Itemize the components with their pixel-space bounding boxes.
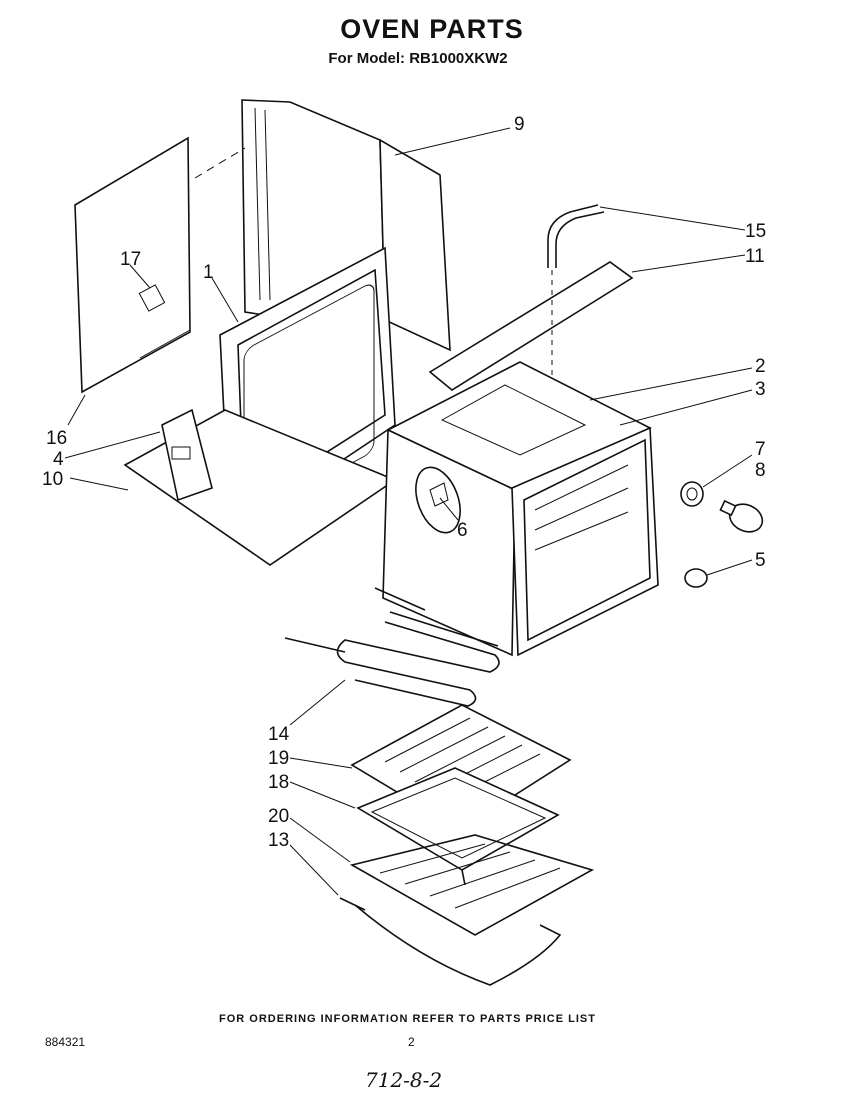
page-title: OVEN PARTS [340, 14, 524, 44]
oven-rack-part-20 [349, 834, 595, 936]
ordering-note: FOR ORDERING INFORMATION REFER TO PARTS … [219, 1013, 596, 1025]
oven-cavity-part-2 [382, 361, 659, 657]
callout-2: 2 [755, 356, 766, 377]
callout-10: 10 [42, 469, 63, 490]
page-number: 2 [408, 1035, 415, 1049]
sensor-part-6 [415, 466, 461, 534]
callout-18: 18 [268, 772, 289, 793]
light-bulb-part-8 [719, 499, 764, 533]
callout-14: 14 [268, 724, 290, 745]
callout-9: 9 [514, 114, 525, 135]
bracket-part-4 [161, 408, 213, 502]
bake-element-part-13 [339, 897, 562, 986]
broil-pan-part-18 [356, 767, 560, 886]
callout-1: 1 [203, 262, 214, 283]
light-socket-part-7 [680, 481, 704, 507]
callout-11: 11 [745, 246, 765, 267]
callout-3: 3 [755, 379, 766, 400]
back-panel-part-16 [74, 136, 191, 394]
support-bar-part-11 [428, 261, 634, 391]
model-subtitle: For Model: RB1000XKW2 [328, 50, 508, 67]
callout-4: 4 [53, 449, 64, 470]
handwritten-note: 712-8-2 [365, 1068, 443, 1092]
tube-part-15 [547, 204, 605, 460]
leader-lines [64, 127, 753, 896]
callout-20: 20 [268, 806, 289, 827]
callout-17: 17 [120, 249, 141, 270]
cap-part-5 [684, 568, 708, 588]
callout-16: 16 [46, 428, 67, 449]
callout-7: 7 [755, 439, 766, 460]
broil-element-part-14 [284, 587, 500, 707]
callout-19: 19 [268, 748, 289, 769]
callout-8: 8 [755, 460, 766, 481]
callout-6: 6 [457, 520, 468, 541]
document-number: 884321 [45, 1035, 86, 1049]
callout-13: 13 [268, 830, 289, 851]
callout-15: 15 [745, 221, 766, 242]
callout-5: 5 [755, 550, 766, 571]
